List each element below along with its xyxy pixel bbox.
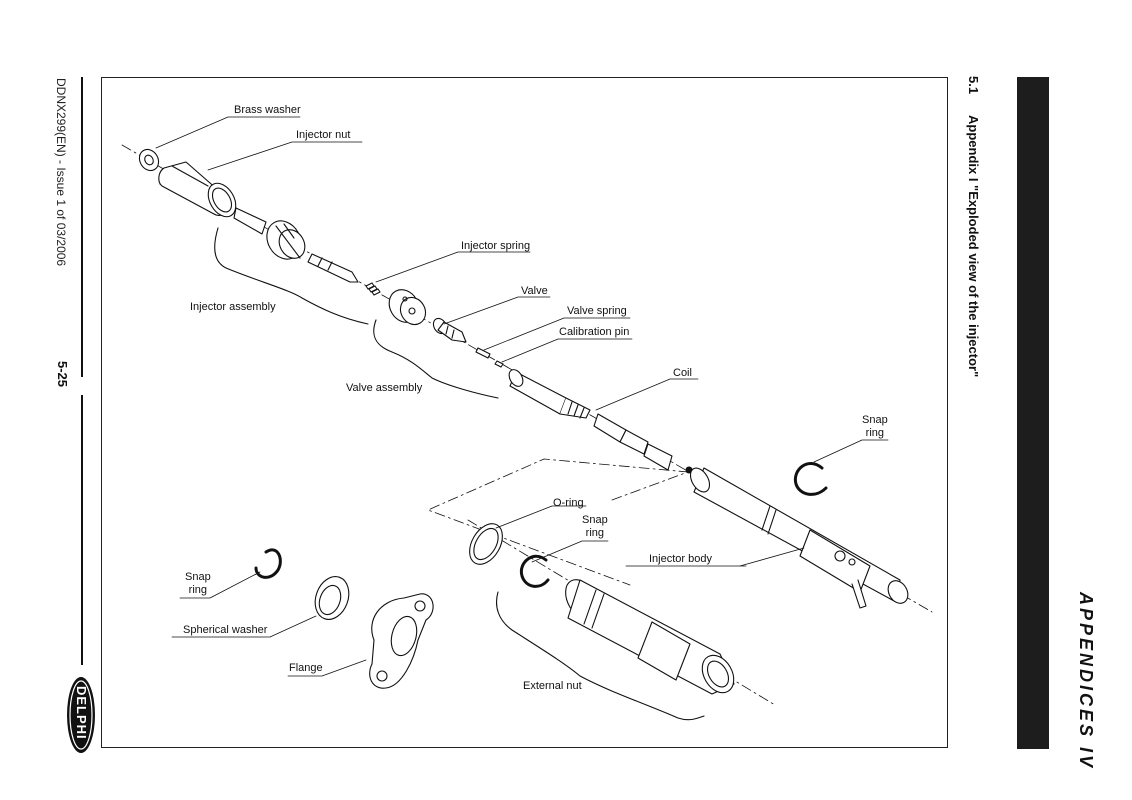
label-snap-ring-upper: Snap ring (862, 414, 888, 439)
flange-part (369, 593, 434, 689)
coil-part (508, 369, 693, 474)
label-injector-assembly: Injector assembly (190, 301, 276, 313)
label-calibration-pin: Calibration pin (559, 326, 630, 338)
label-valve: Valve (521, 285, 548, 297)
o-ring-part (469, 523, 503, 565)
calibration-pin-part (494, 360, 504, 368)
external-nut-axis (467, 519, 776, 706)
label-valve-assembly: Valve assembly (346, 382, 423, 394)
label-brass-washer: Brass washer (234, 104, 301, 116)
brass-washer-part (138, 148, 160, 172)
delphi-logo-icon (67, 677, 95, 753)
label-external-nut: External nut (523, 680, 582, 692)
label-coil: Coil (673, 367, 692, 379)
external-nut-part (565, 579, 735, 695)
label-snap-ring-left: Snap ring (185, 571, 211, 596)
label-flange: Flange (289, 662, 323, 674)
label-snap-ring-middle: Snap ring (582, 514, 608, 539)
leader-lines (155, 116, 889, 677)
injector-body-part (689, 467, 909, 609)
delphi-logo: DELPHI (66, 676, 96, 754)
footer-rule-top (81, 77, 83, 377)
footer-rule-bottom (81, 395, 83, 665)
label-injector-spring: Injector spring (461, 240, 531, 252)
valve-spring-part (475, 347, 491, 359)
label-injector-nut: Injector nut (296, 129, 351, 141)
label-spherical-washer: Spherical washer (183, 624, 268, 636)
label-o-ring: O-ring (553, 497, 584, 509)
injector-assembly-bracket (214, 227, 369, 325)
valve-assembly-bracket (373, 319, 499, 399)
injector-spring-part (365, 282, 381, 296)
snap-ring-middle-part (519, 554, 550, 588)
injector-assembly-part (233, 207, 359, 283)
label-valve-spring: Valve spring (567, 305, 627, 317)
valve-part (432, 317, 467, 343)
label-injector-body: Injector body (649, 553, 712, 565)
external-nut-bracket (495, 591, 705, 721)
valve-body-part (388, 289, 427, 326)
spherical-washer-part (314, 576, 350, 620)
snap-ring-left-part (254, 548, 282, 579)
drawing-frame (101, 77, 948, 748)
header-band (1017, 77, 1049, 749)
injector-nut-part (158, 161, 237, 218)
snap-ring-upper-part (793, 461, 828, 496)
